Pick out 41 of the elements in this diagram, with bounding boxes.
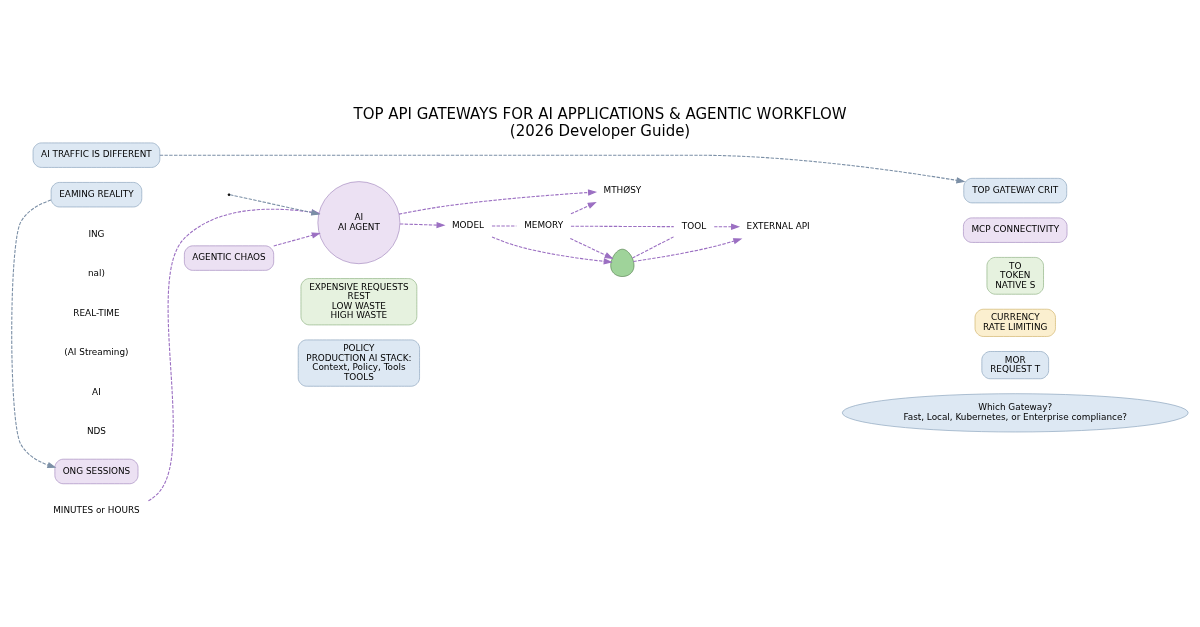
node-box: MCP CONNECTIVITY	[963, 217, 1068, 243]
node-text: MODEL	[451, 219, 484, 230]
diagram-title: TOP API GATEWAYS FOR AI APPLICATIONS & AGENTIC WORKFLOW	[353, 104, 847, 123]
label: (AI Streaming)	[64, 346, 129, 357]
node-box: ONG SESSIONS	[54, 458, 139, 484]
arrow	[273, 231, 321, 246]
node-box: EXPENSIVE REQUESTS REST LOW WASTE HIGH WASTE	[300, 277, 418, 325]
node-text: MTHØSY	[603, 184, 642, 195]
node-text: MEMORY	[524, 219, 564, 230]
arrow	[713, 223, 741, 230]
node-box: TOP GATEWAY CRIT	[963, 177, 1068, 203]
node-box: AGENTIC CHAOS	[184, 245, 274, 271]
label: NDS	[86, 425, 106, 436]
connector	[631, 235, 675, 259]
label: ING	[88, 228, 105, 239]
caption: (2026 Developer Guide)	[509, 121, 691, 140]
node-box: POLICY PRODUCTION AI STACK: Context, Policy, Tools TOOLS	[297, 339, 420, 387]
arrow	[11, 199, 57, 468]
node-ellipse: Which Gateway? Fast, Local, Kubernetes, or Enterprise compliance?	[841, 392, 1189, 432]
node-box: CURRENCY RATE LIMITING	[974, 308, 1056, 337]
node-text: MINUTES or HOURS	[53, 504, 140, 515]
arrow	[569, 237, 614, 259]
label: AI	[92, 386, 101, 397]
connector	[570, 225, 675, 227]
node-person	[610, 248, 635, 277]
connector	[491, 225, 517, 227]
node-text: TOOL	[681, 220, 707, 231]
arrow	[491, 236, 613, 264]
arrow	[399, 221, 446, 228]
node-box: AI TRAFFIC IS DIFFERENT	[32, 142, 161, 168]
label: nal)	[87, 267, 105, 278]
label: REAL-TIME	[73, 307, 120, 318]
node-text: EXTERNAL API	[746, 220, 810, 231]
arrow	[398, 188, 598, 215]
node-box: EAMING REALITY	[50, 181, 143, 207]
node-circle: AI AI AGENT	[317, 180, 401, 264]
node-box: TO TOKEN NATIVE S	[986, 256, 1044, 295]
node-box: MOR REQUEST T	[981, 350, 1049, 379]
arrow	[159, 154, 966, 183]
arrow	[570, 201, 597, 214]
arrow	[632, 237, 743, 262]
